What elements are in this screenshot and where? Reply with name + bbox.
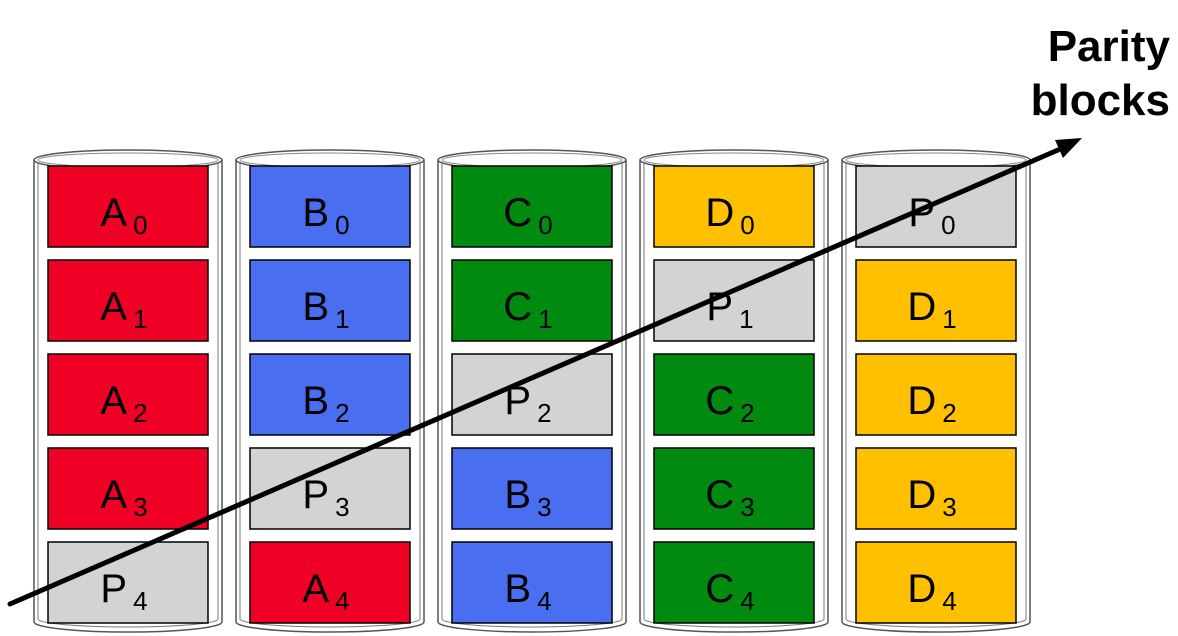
- block-rect: [451, 353, 613, 436]
- block-rect: [451, 259, 613, 342]
- disk-body-inner: [643, 162, 825, 628]
- block-rect: [249, 541, 411, 624]
- block-rect: [653, 165, 815, 248]
- block-rect: [47, 353, 209, 436]
- block-rect: [855, 447, 1017, 530]
- parity-arrow: [7, 138, 1082, 607]
- parity-label-line2: blocks: [1030, 76, 1170, 125]
- disk-body-inner: [239, 162, 421, 628]
- block-rect: [855, 259, 1017, 342]
- disk-body-inner: [37, 162, 219, 628]
- block-rect: [47, 447, 209, 530]
- block-rect: [653, 541, 815, 624]
- block-rect: [47, 259, 209, 342]
- disk-body-inner: [441, 162, 623, 628]
- block-rect: [451, 447, 613, 530]
- block-rect: [249, 165, 411, 248]
- block-rect: [653, 447, 815, 530]
- block-rect: [653, 353, 815, 436]
- disk-body: [33, 160, 223, 633]
- block-rect: [653, 259, 815, 342]
- disk-body-inner: [845, 162, 1027, 628]
- parity-label-line1: Parity: [1047, 22, 1170, 71]
- disk-body: [639, 160, 829, 633]
- parity-blocks-label: Parity blocks: [990, 20, 1170, 128]
- block-rect: [451, 165, 613, 248]
- block-rect: [249, 353, 411, 436]
- block-rect: [249, 259, 411, 342]
- disk-body: [437, 160, 627, 633]
- block-rect: [47, 165, 209, 248]
- block-rect: [855, 541, 1017, 624]
- disk-body: [235, 160, 425, 633]
- parity-arrow-line: [7, 147, 1061, 607]
- block-rect: [855, 353, 1017, 436]
- arrow-head-icon: [1055, 138, 1082, 158]
- block-rect: [451, 541, 613, 624]
- disk-body: [841, 160, 1031, 633]
